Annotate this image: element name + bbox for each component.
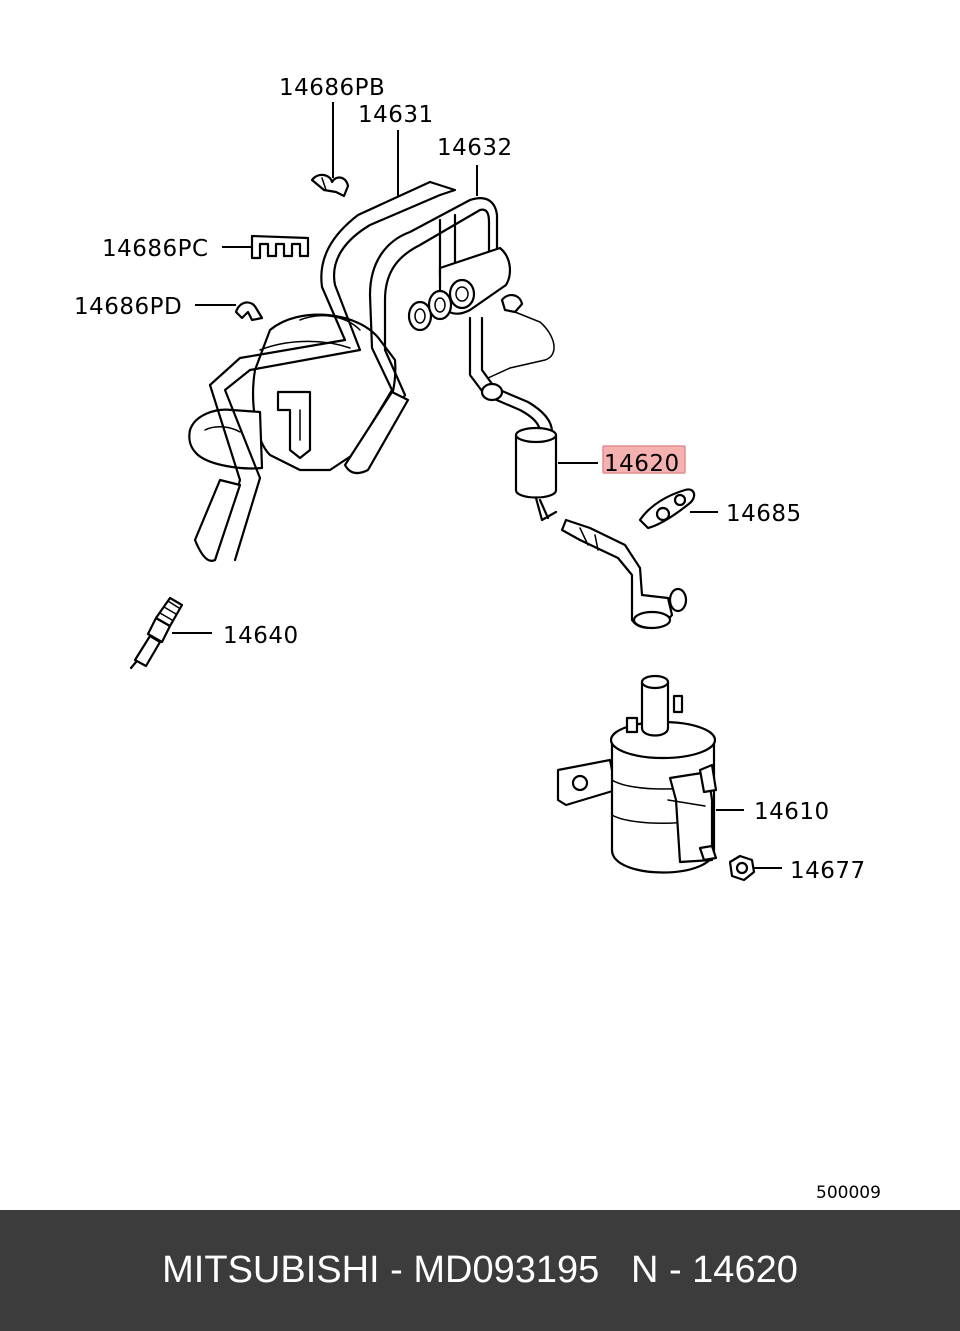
clip-14686pd bbox=[234, 301, 264, 322]
distributor bbox=[188, 313, 397, 472]
lead-14632 bbox=[343, 197, 499, 475]
callout-highlight-box bbox=[602, 445, 686, 474]
footer-part-text: MITSUBISHI - MD093195 N - 14620 bbox=[162, 1249, 798, 1291]
spark-plug-14640 bbox=[129, 596, 184, 670]
ignition-parts-drawing: 14686PB 14631 14632 14686PC 14686PD 1462… bbox=[74, 75, 881, 1203]
callout-14631: 14631 bbox=[358, 102, 434, 128]
callout-14677: 14677 bbox=[790, 858, 866, 884]
figure-reference: 500009 bbox=[816, 1183, 881, 1203]
ignition-coil-14610 bbox=[556, 674, 718, 874]
clip-14686pb bbox=[310, 173, 350, 198]
cap-tower bbox=[407, 246, 555, 379]
lead-14631 bbox=[193, 180, 457, 562]
coil-lead-boot bbox=[560, 518, 688, 630]
callout-14686pc: 14686PC bbox=[102, 236, 209, 262]
clip-14685 bbox=[638, 488, 696, 530]
leader-lines bbox=[172, 102, 782, 869]
callout-14686pb: 14686PB bbox=[279, 75, 385, 101]
suppressor-14620 bbox=[468, 316, 558, 522]
callout-14685: 14685 bbox=[726, 501, 802, 527]
footer-bar: MITSUBISHI - MD093195 N - 14620 bbox=[0, 1210, 960, 1331]
parts-diagram: 14686PB 14631 14632 14686PC 14686PD 1462… bbox=[74, 75, 881, 1203]
callout-14640: 14640 bbox=[223, 623, 299, 649]
callout-14686pd: 14686PD bbox=[74, 294, 182, 320]
callout-14610: 14610 bbox=[754, 799, 830, 825]
callout-14620: 14620 bbox=[604, 451, 680, 477]
callout-14632: 14632 bbox=[437, 135, 513, 161]
clip-14686pc bbox=[250, 234, 310, 260]
nut-14677 bbox=[728, 854, 756, 882]
